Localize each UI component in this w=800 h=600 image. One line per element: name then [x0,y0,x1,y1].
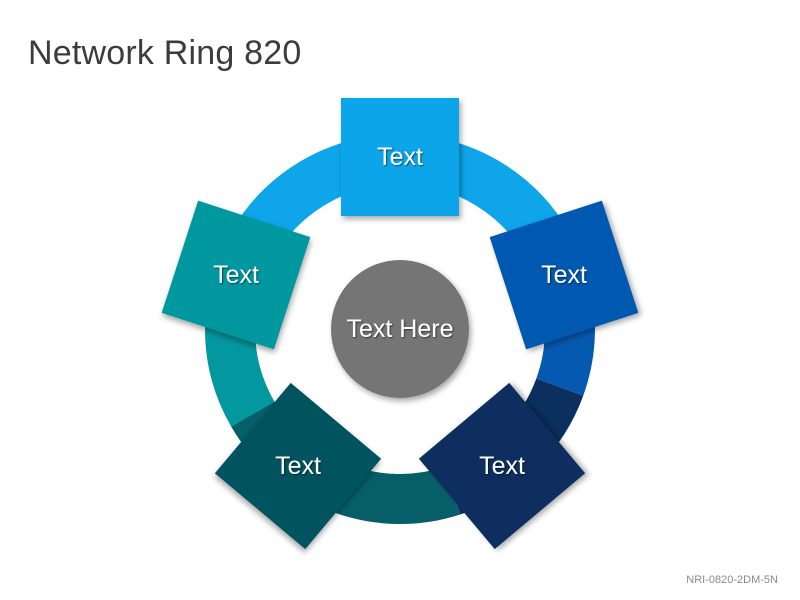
node-box-4[interactable]: Text [214,382,382,550]
node-box-1-shape [341,98,459,216]
node-box-4-label: Text [275,452,321,480]
center-circle [331,260,469,398]
footer-code: NRI-0820-2DM-5N [686,574,778,586]
node-box-5-label: Text [213,261,259,289]
node-box-1[interactable]: Text [341,98,459,216]
node-box-4-shape [214,382,382,550]
node-box-3-shape [418,382,586,550]
node-box-2-shape [489,200,639,350]
node-box-2-label: Text [541,261,587,289]
node-box-5-shape [161,200,311,350]
page-title: Network Ring 820 [28,34,302,72]
center-node[interactable]: Text Here [331,260,469,398]
node-box-3[interactable]: Text [418,382,586,550]
node-box-1-label: Text [377,143,423,171]
node-box-2[interactable]: Text [489,200,639,350]
center-label: Text Here [347,315,454,343]
node-box-3-label: Text [479,452,525,480]
node-box-5[interactable]: Text [161,200,311,350]
